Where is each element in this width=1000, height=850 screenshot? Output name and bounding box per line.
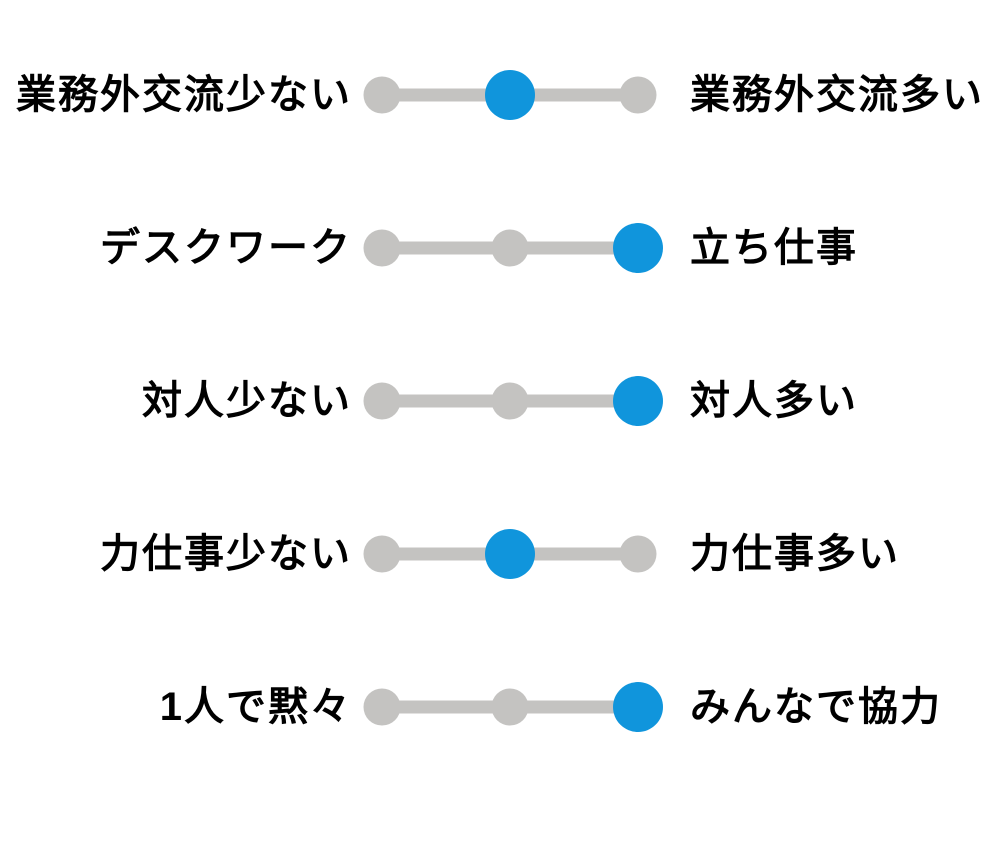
trait-row-teamwork: 1人で黙々 みんなで協力 (0, 630, 1000, 783)
scale-dot-mid (491, 688, 529, 725)
scale-dot-mid (491, 229, 529, 266)
scale-dot-left (363, 229, 401, 266)
scale-dot-left (363, 382, 401, 419)
trait-row-physical: 力仕事少ない 力仕事多い (0, 477, 1000, 630)
slider-track (352, 218, 672, 278)
scale-dot-right (613, 681, 663, 732)
scale-dot-mid (491, 382, 529, 419)
right-label: 立ち仕事 (690, 225, 858, 270)
left-label: デスクワーク (100, 225, 352, 270)
scale-dot-mid (485, 69, 535, 120)
trait-row-interpersonal: 対人少ない 対人多い (0, 324, 1000, 477)
scale-dot-mid (485, 528, 535, 579)
scale-dot-right (613, 375, 663, 426)
right-label: 業務外交流多い (690, 72, 984, 117)
right-label: 力仕事多い (690, 531, 900, 576)
slider-track (352, 677, 672, 737)
left-label: 業務外交流少ない (16, 72, 352, 117)
scale-dot-right (619, 535, 657, 572)
scale-dot-left (363, 535, 401, 572)
scale-dot-left (363, 688, 401, 725)
scale-dot-right (619, 76, 657, 113)
trait-row-deskwork: デスクワーク 立ち仕事 (0, 171, 1000, 324)
right-label: 対人多い (690, 378, 858, 423)
left-label: 力仕事少ない (100, 531, 352, 576)
left-label: 1人で黙々 (159, 684, 352, 729)
slider-track (352, 371, 672, 431)
scale-dot-left (363, 76, 401, 113)
slider-track (352, 65, 672, 125)
slider-track (352, 524, 672, 584)
scale-dot-right (613, 222, 663, 273)
trait-row-social: 業務外交流少ない 業務外交流多い (0, 18, 1000, 171)
left-label: 対人少ない (142, 378, 352, 423)
right-label: みんなで協力 (690, 684, 942, 729)
